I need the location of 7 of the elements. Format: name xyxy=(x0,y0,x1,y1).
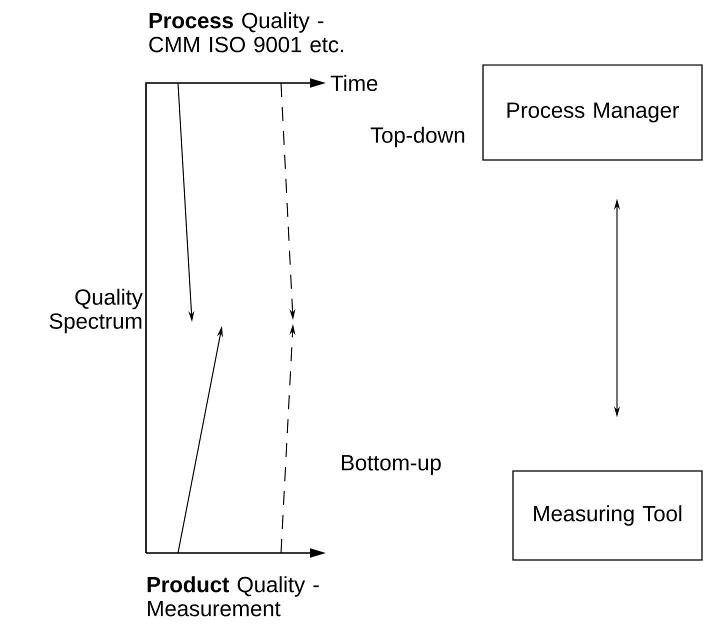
axis-label: Product Quality - Measurement xyxy=(148,576,319,616)
axis-label: Quality Spectrum xyxy=(50,288,143,334)
axis-label: Process Quality - CMM ISO 9001 etc. xyxy=(149,12,343,52)
axis-label: Time xyxy=(330,74,378,92)
process-box: Process Manager xyxy=(482,64,703,161)
process-box: Measuring Tool xyxy=(512,470,703,561)
annotation-text: Bottom-up xyxy=(342,455,441,475)
